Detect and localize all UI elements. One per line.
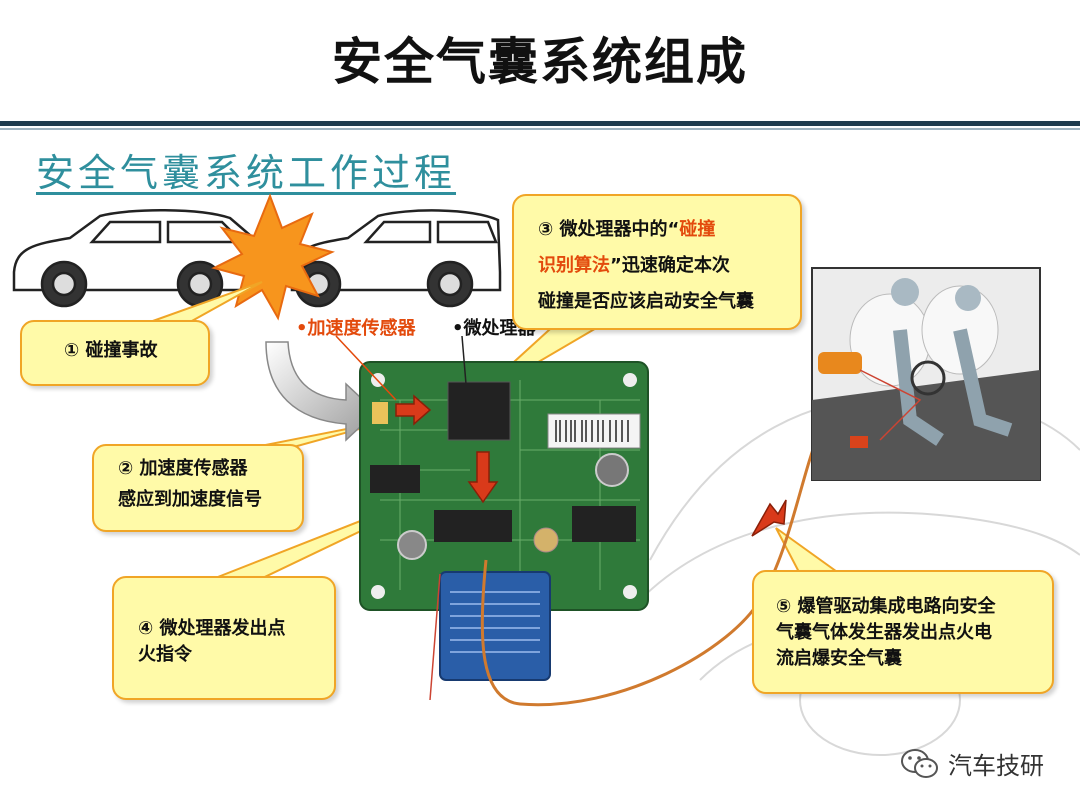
left-car [12,209,278,308]
right-car [290,209,502,308]
callout-step3-highlight-1: 碰撞 [679,219,716,240]
callout-step4: ④ 微处理器发出点 火指令 [112,576,336,700]
callout-step3-prefix: ③ 微处理器中的“ [538,219,680,240]
callout-step3-suffix: ”迅速确定本次 [610,255,730,276]
callout-step5-line2: 气囊气体发生器发出点火电 [776,622,992,644]
watermark-logo: 汽车技研 [900,746,1044,781]
callout-step4-line2: 火指令 [138,644,192,666]
callout-step2-line2: 感应到加速度信号 [118,488,262,510]
airbag-deployment-photo [811,267,1041,481]
ignition-wire [480,429,822,707]
collision-burst-icon [211,193,335,321]
callout-step5-line3: 流启爆安全气囊 [776,648,902,670]
callout-step1-text: ① 碰撞事故 [64,340,158,361]
callout-step3-highlight-2: 识别算法 [538,255,610,276]
callout-step5: ⑤ 爆管驱动集成电路向安全 气囊气体发生器发出点火电 流启爆安全气囊 [752,570,1054,694]
callout-step3-line3: 碰撞是否应该启动安全气囊 [538,291,754,312]
airbag-control-unit-pcb [359,361,649,681]
callout-step1: ① 碰撞事故 [20,320,210,386]
callout-step4-line1: ④ 微处理器发出点 [138,618,286,639]
header-divider [0,121,1080,126]
callout-step2: ② 加速度传感器 感应到加速度信号 [92,444,304,532]
callout-step3: ③ 微处理器中的“碰撞 识别算法”迅速确定本次 碰撞是否应该启动安全气囊 [512,194,802,330]
accel-sensor-label: •加速度传感器 [296,318,416,339]
header-divider-thin [0,128,1080,130]
wechat-icon [901,748,938,778]
section-title: 安全气囊系统工作过程 [36,151,457,195]
callout-pointer [775,527,844,575]
signal-arrow-icon [395,394,787,537]
callout-step2-line1: ② 加速度传感器 [118,458,248,479]
callout-step5-line1: ⑤ 爆管驱动集成电路向安全 [776,596,996,617]
page-title: 安全气囊系统组成 [332,33,748,91]
watermark-brand: 汽车技研 [948,752,1044,780]
